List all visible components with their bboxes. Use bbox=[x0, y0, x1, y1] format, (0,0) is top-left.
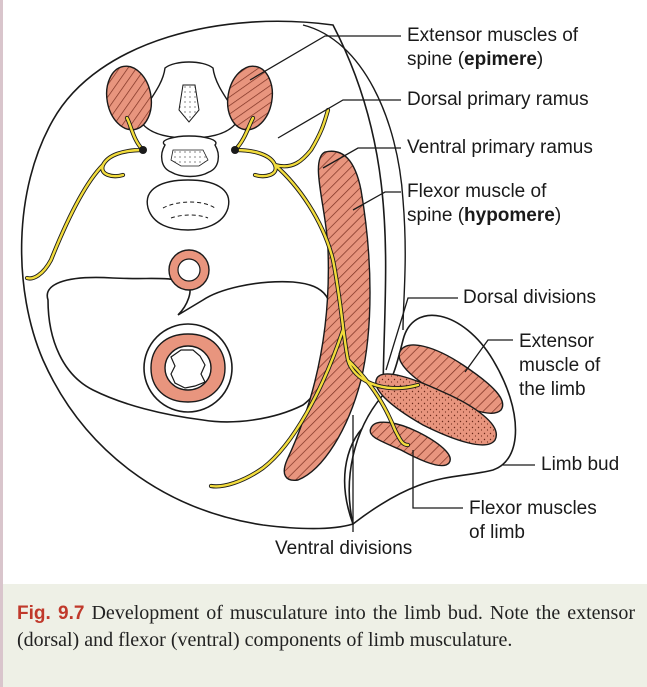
label-extensor-spine: Extensor muscles of spine (epimere) bbox=[407, 24, 578, 72]
label-extensor-limb-line1: Extensor bbox=[519, 331, 594, 352]
label-extensor-limb-line3: the limb bbox=[519, 379, 586, 400]
caption-text: Development of musculature into the limb… bbox=[17, 602, 635, 651]
ganglion-left bbox=[139, 146, 147, 154]
label-extensor-limb: Extensor muscle of the limb bbox=[519, 330, 600, 402]
caption-label: Fig. 9.7 bbox=[17, 603, 84, 624]
label-limb-bud: Limb bud bbox=[541, 453, 619, 477]
label-ventral-primary-ramus: Ventral primary ramus bbox=[407, 136, 593, 160]
ganglion-right bbox=[231, 146, 239, 154]
diagram-area: Extensor muscles of spine (epimere) Dors… bbox=[3, 0, 647, 584]
label-flexor-spine-line2c: ) bbox=[555, 205, 561, 226]
label-flexor-limb-line2: of limb bbox=[469, 522, 525, 543]
gut-lumen bbox=[171, 350, 205, 388]
label-flexor-limb-line1: Flexor muscles bbox=[469, 498, 597, 519]
label-hypomere: hypomere bbox=[464, 205, 555, 226]
label-ventral-divisions: Ventral divisions bbox=[275, 537, 412, 561]
label-dorsal-divisions: Dorsal divisions bbox=[463, 286, 596, 310]
label-extensor-limb-line2: muscle of bbox=[519, 355, 600, 376]
label-extensor-spine-line1: Extensor muscles of bbox=[407, 25, 578, 46]
label-epimere: epimere bbox=[464, 49, 537, 70]
vertebral-body bbox=[147, 180, 229, 230]
label-dorsal-primary-ramus: Dorsal primary ramus bbox=[407, 88, 589, 112]
label-flexor-spine-line1: Flexor muscle of bbox=[407, 181, 546, 202]
label-flexor-limb: Flexor muscles of limb bbox=[469, 497, 597, 545]
label-flexor-spine: Flexor muscle of spine (hypomere) bbox=[407, 180, 561, 228]
label-flexor-spine-line2a: spine ( bbox=[407, 205, 464, 226]
figure-caption: Fig. 9.7 Development of musculature into… bbox=[3, 584, 647, 687]
grey-matter bbox=[171, 150, 208, 166]
label-extensor-spine-line2c: ) bbox=[537, 49, 543, 70]
label-extensor-spine-line2a: spine ( bbox=[407, 49, 464, 70]
aorta-lumen bbox=[178, 259, 200, 281]
